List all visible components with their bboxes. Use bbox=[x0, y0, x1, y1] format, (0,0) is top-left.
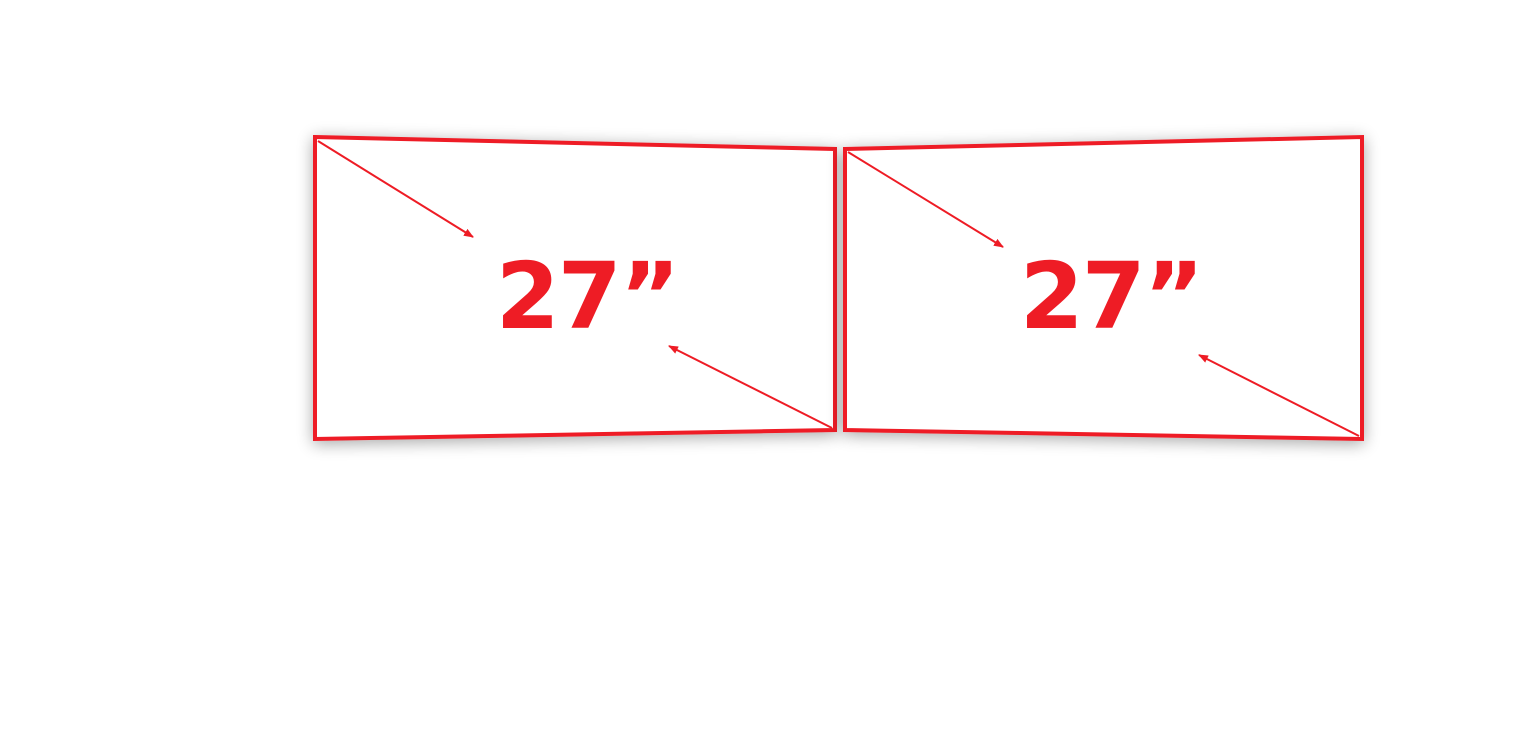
right-monitor-screen bbox=[843, 134, 1364, 442]
left-diagonal-arrow-top bbox=[317, 140, 474, 238]
left-monitor-size-label: 27” bbox=[496, 243, 679, 350]
right-diagonal-arrow-bottom bbox=[1198, 354, 1360, 437]
left-monitor: 27” bbox=[313, 134, 837, 442]
right-diagonal-arrow-top bbox=[847, 151, 1004, 248]
left-diagonal-arrow-bottom bbox=[668, 345, 833, 429]
right-monitor-size-label: 27” bbox=[1020, 243, 1203, 350]
right-monitor: 27” bbox=[843, 134, 1364, 442]
